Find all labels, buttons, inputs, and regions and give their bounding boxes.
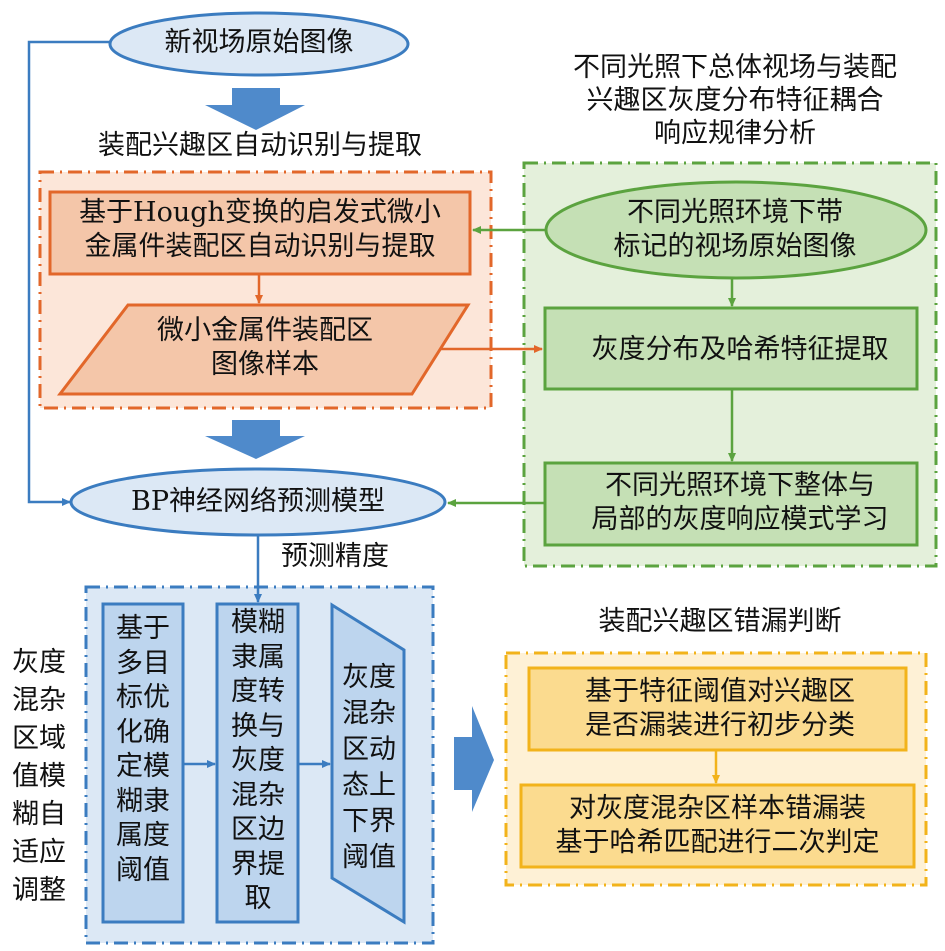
step2-line: 区边: [231, 814, 285, 845]
step2-line: 界提: [231, 848, 285, 880]
right-arrow-big: [454, 706, 494, 812]
step3-line: 阈值: [342, 842, 396, 873]
step1-line: 属度: [116, 820, 170, 851]
side-label-line: 灰度: [12, 647, 66, 678]
fuzzy-step2-label: 模糊 隶属 度转 换与 灰度 混杂 区边 界提 取: [222, 606, 294, 917]
labeled-images-label: 不同光照环境下带 标记的视场原始图像: [613, 197, 857, 262]
judge-step2-box[interactable]: [519, 783, 916, 869]
down-arrow-2: [205, 420, 305, 459]
side-label-line: 混杂: [12, 685, 66, 716]
down-arrow-1: [205, 88, 305, 130]
fuzzy-step3-trapezoid[interactable]: [330, 602, 406, 925]
sample-box-label: 微小金属件装配区 图像样本: [157, 315, 373, 380]
step3-line: 灰度: [342, 662, 396, 693]
step1-line: 化确: [116, 716, 170, 748]
step3-line: 下界: [342, 806, 396, 837]
step3-line: 区动: [342, 734, 396, 765]
side-label-line: 适应: [12, 837, 66, 868]
side-label-line: 调整: [12, 875, 66, 906]
pattern-learning-label: 不同光照环境下整体与 局部的灰度响应模式学习: [591, 470, 889, 535]
step1-line: 基于: [116, 613, 170, 644]
step1-line: 标优: [116, 682, 170, 713]
step2-line: 换与: [231, 710, 285, 742]
step1-line: 阈值: [116, 854, 170, 886]
judge-title: 装配兴趣区错漏判断: [598, 606, 842, 637]
step2-line: 灰度: [231, 745, 285, 776]
fuzzy-step2-box[interactable]: [215, 602, 300, 924]
step1-line: 糊隶: [116, 785, 170, 817]
analysis-title: 不同光照下总体视场与装配 兴趣区灰度分布特征耦合 响应规律分析: [573, 52, 897, 149]
new-image-label: 新视场原始图像: [164, 27, 354, 58]
fuzzy-step1-label: 基于 多目 标优 化确 定模 糊隶 属度 阈值: [108, 612, 178, 888]
roi-section-title: 装配兴趣区自动识别与提取: [98, 130, 422, 161]
bp-model-label: BP神经网络预测模型: [130, 486, 385, 517]
hough-box-label: 基于Hough变换的启发式微小 金属件装配区自动识别与提取: [79, 197, 441, 262]
hough-box[interactable]: [48, 190, 472, 276]
step1-line: 定模: [116, 751, 170, 782]
step3-line: 态上: [342, 770, 396, 801]
step2-line: 混杂: [231, 779, 285, 811]
judge-step2-label: 对灰度混杂区样本错漏装 基于哈希匹配进行二次判定: [555, 793, 880, 858]
step2-line: 隶属: [231, 641, 285, 673]
step3-line: 混杂: [342, 698, 396, 729]
judge-step1-label: 基于特征阈值对兴趣区 是否漏装进行初步分类: [585, 676, 855, 741]
fuzzy-step1-box[interactable]: [101, 602, 185, 924]
judge-step1-box[interactable]: [527, 666, 908, 752]
step2-line: 取: [244, 883, 272, 914]
pattern-learning-box[interactable]: [543, 461, 919, 547]
sample-parallelogram[interactable]: [56, 303, 471, 396]
side-label-line: 区域: [12, 723, 66, 754]
new-image-node[interactable]: [108, 11, 410, 77]
accuracy-label: 预测精度: [281, 541, 389, 572]
side-label-line: 值模: [12, 761, 66, 792]
step2-line: 度转: [231, 676, 285, 707]
step1-line: 多目: [116, 647, 170, 679]
side-label-line: 糊自: [12, 799, 66, 830]
feature-extract-label: 灰度分布及哈希特征提取: [591, 334, 889, 365]
feature-extract-box[interactable]: [543, 306, 919, 391]
step2-line: 模糊: [231, 607, 285, 638]
connector-new-to-bp: [27, 40, 110, 506]
fuzzy-step3-label: 灰度 混杂 区动 态上 下界 阈值: [334, 660, 404, 876]
fuzzy-side-label: 灰度 混杂 区域 值模 糊自 适应 调整: [6, 644, 72, 910]
